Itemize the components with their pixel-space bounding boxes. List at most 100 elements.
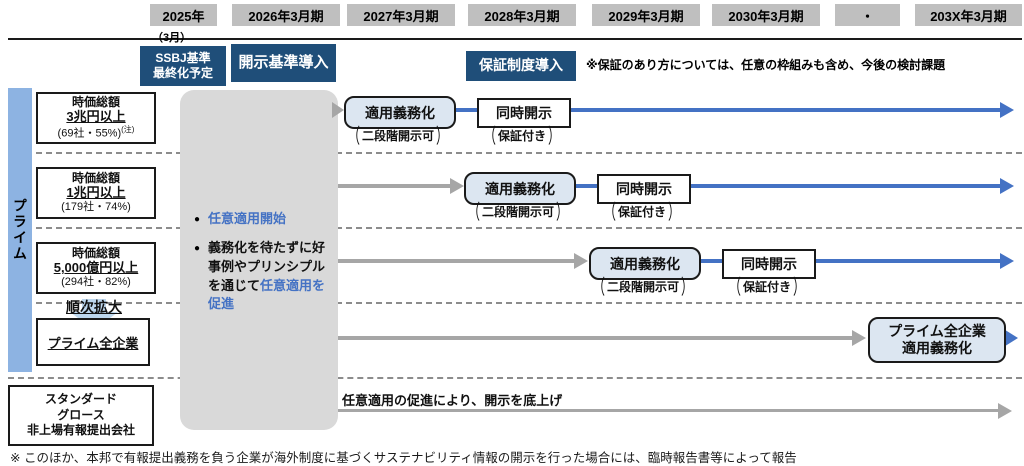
bracket-open: （ — [592, 275, 605, 300]
bracket-close: ） — [681, 275, 694, 300]
ssbj-line1: SSBJ基準 — [155, 51, 211, 65]
row5-gray-line — [338, 409, 1000, 412]
tier-threshold: 3兆円以上 — [66, 108, 126, 124]
row3-gray-line — [338, 259, 576, 263]
row3-simultaneous-box: 同時開示 — [722, 249, 816, 279]
tier-1-trillion: 時価総額 1兆円以上 (179社・74%) — [36, 167, 156, 219]
row2-gray-arrow-icon — [450, 178, 464, 194]
bullet-text: 義務化を待たずに好事例やプリンシプルを通じて任意適用を促進 — [208, 239, 326, 312]
unlisted-line: 非上場有報提出会社 — [26, 423, 135, 438]
row3-gray-arrow-icon — [574, 253, 588, 269]
bullet-promote-voluntary: ● 義務化を待たずに好事例やプリンシプルを通じて任意適用を促進 — [194, 239, 330, 314]
bracket-open: （ — [347, 124, 360, 149]
bracket-close: ） — [668, 200, 681, 225]
row2-mandatory-box: 適用義務化 — [464, 172, 576, 205]
bracket-open: （ — [603, 200, 616, 225]
expand-arrow-body — [82, 299, 106, 312]
row1-mandatory-box: 適用義務化 — [344, 96, 456, 129]
note-text: 二段階開示可 — [606, 280, 679, 294]
expand-label: 順次拡大 — [66, 299, 122, 315]
timeline-header-2025: 2025年 — [150, 4, 217, 26]
timeline-axis-line — [8, 38, 1022, 40]
march-label: （3月） — [152, 32, 192, 44]
row1-blue-arrow-icon — [1000, 102, 1014, 118]
tier-count: (179社・74%) — [61, 201, 131, 214]
row2-simultaneous-box: 同時開示 — [597, 174, 691, 204]
tier-caption: 時価総額 — [71, 171, 120, 186]
note-text: 二段階開示可 — [481, 205, 554, 219]
row-divider-1 — [36, 152, 1022, 154]
row2-blue-arrow-icon — [1000, 178, 1014, 194]
timeline-header-2028: 2028年3月期 — [468, 4, 576, 26]
voluntary-adoption-panel: ● 任意適用開始 ● 義務化を待たずに好事例やプリンシプルを通じて任意適用を促進 — [180, 90, 338, 430]
row1-two-step-note: （ 二段階開示可 ） — [342, 124, 454, 148]
tier-500-billion: 時価総額 5,000億円以上 (294社・82%) — [36, 242, 156, 294]
note-text: 保証付き — [617, 205, 666, 219]
note-text: 保証付き — [497, 129, 546, 143]
row1-simultaneous-box: 同時開示 — [477, 98, 571, 128]
ssbj-line2: 最終化予定 — [152, 66, 213, 80]
row3-mandatory-box: 適用義務化 — [589, 247, 701, 280]
tier-3-trillion: 時価総額 3兆円以上 (69社・55%)(注) — [36, 92, 156, 144]
note-text: 二段階開示可 — [361, 129, 434, 143]
row4-gray-arrow-icon — [852, 330, 866, 346]
row1-blue-line — [450, 108, 1002, 112]
row3-blue-line — [695, 259, 1002, 263]
row2-assured-note: （ 保証付き ） — [587, 200, 697, 224]
bullet-text: 任意適用開始 — [208, 211, 287, 226]
row5-gray-arrow-icon — [998, 403, 1012, 419]
prime-label: プライム — [12, 198, 28, 262]
all-prime-box: プライム全企業 — [36, 318, 150, 366]
bracket-close: ） — [436, 124, 449, 149]
timeline-header-2030: 2030年3月期 — [712, 4, 820, 26]
timeline-header-203x: 203X年3月期 — [915, 4, 1022, 26]
tier-threshold: 5,000億円以上 — [53, 260, 139, 276]
bracket-close: ） — [556, 200, 569, 225]
bracket-open: （ — [728, 275, 741, 300]
bullet-voluntary-start: ● 任意適用開始 — [194, 210, 330, 229]
prime-segment-bar: プライム — [8, 88, 32, 372]
row2-blue-line — [570, 184, 1002, 188]
timeline-header-2026: 2026年3月期 — [232, 4, 340, 26]
row-divider-2 — [36, 227, 1022, 229]
row2-two-step-note: （ 二段階開示可 ） — [462, 200, 574, 224]
standard-growth-box: スタンダード グロース 非上場有報提出会社 — [8, 385, 154, 446]
all-prime-mandatory-box: プライム全企業 適用義務化 — [868, 317, 1006, 363]
tier-count: (294社・82%) — [61, 276, 131, 289]
assurance-note: ※保証のあり方については、任意の枠組みも含め、今後の検討課題 — [586, 58, 946, 72]
row4-gray-line — [338, 336, 854, 340]
bullet-icon: ● — [194, 214, 201, 225]
row3-assured-note: （ 保証付き ） — [712, 275, 822, 299]
assurance-system-milestone: 保証制度導入 — [466, 51, 576, 81]
row4-blue-arrow-icon — [1002, 328, 1018, 348]
tier-count: (69社・55%)(注) — [57, 124, 135, 140]
panel-bullets: ● 任意適用開始 ● 義務化を待たずに好事例やプリンシプルを通じて任意適用を促進 — [194, 210, 330, 324]
tier-caption: 時価総額 — [71, 94, 120, 109]
growth-line: グロース — [57, 407, 105, 422]
tier-caption: 時価総額 — [71, 246, 120, 261]
bracket-close: ） — [548, 124, 561, 149]
footnote: ※ このほか、本邦で有報提出義務を負う企業が海外制度に基づくサステナビリティ情報… — [10, 451, 797, 465]
mandatory-line: 適用義務化 — [902, 340, 972, 356]
gray-arrow-icon — [332, 102, 344, 118]
bracket-open: （ — [467, 200, 480, 225]
row3-two-step-note: （ 二段階開示可 ） — [587, 275, 699, 299]
standard-line: スタンダード — [44, 392, 117, 407]
bracket-close: ） — [793, 275, 806, 300]
row3-blue-arrow-icon — [1000, 253, 1014, 269]
bracket-open: （ — [483, 124, 496, 149]
bullet-icon: ● — [194, 242, 201, 254]
disclosure-standard-milestone: 開示基準導入 — [231, 44, 336, 82]
row2-gray-line — [338, 184, 452, 188]
note-text: 保証付き — [742, 280, 791, 294]
all-prime-line: プライム全企業 — [888, 323, 986, 340]
row1-assured-note: （ 保証付き ） — [467, 124, 577, 148]
timeline-header-2029: 2029年3月期 — [592, 4, 700, 26]
timeline-header-dot: ・ — [835, 4, 900, 26]
bottom-row-label: 任意適用の促進により、開示を底上げ — [342, 393, 563, 408]
row-divider-4 — [8, 377, 1022, 379]
timeline-header-2027: 2027年3月期 — [347, 4, 455, 26]
ssbj-final-milestone: SSBJ基準 最終化予定 — [140, 46, 226, 86]
tier-threshold: 1兆円以上 — [66, 185, 126, 201]
